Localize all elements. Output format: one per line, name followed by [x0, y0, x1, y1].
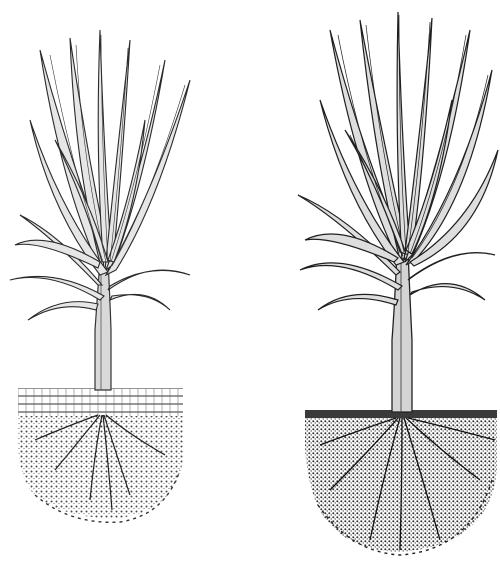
left-plant — [10, 30, 190, 522]
left-plant-roots — [18, 415, 183, 522]
right-plant-roots — [305, 418, 497, 555]
right-plant — [298, 12, 498, 555]
left-plant-soil-surface — [18, 388, 183, 416]
